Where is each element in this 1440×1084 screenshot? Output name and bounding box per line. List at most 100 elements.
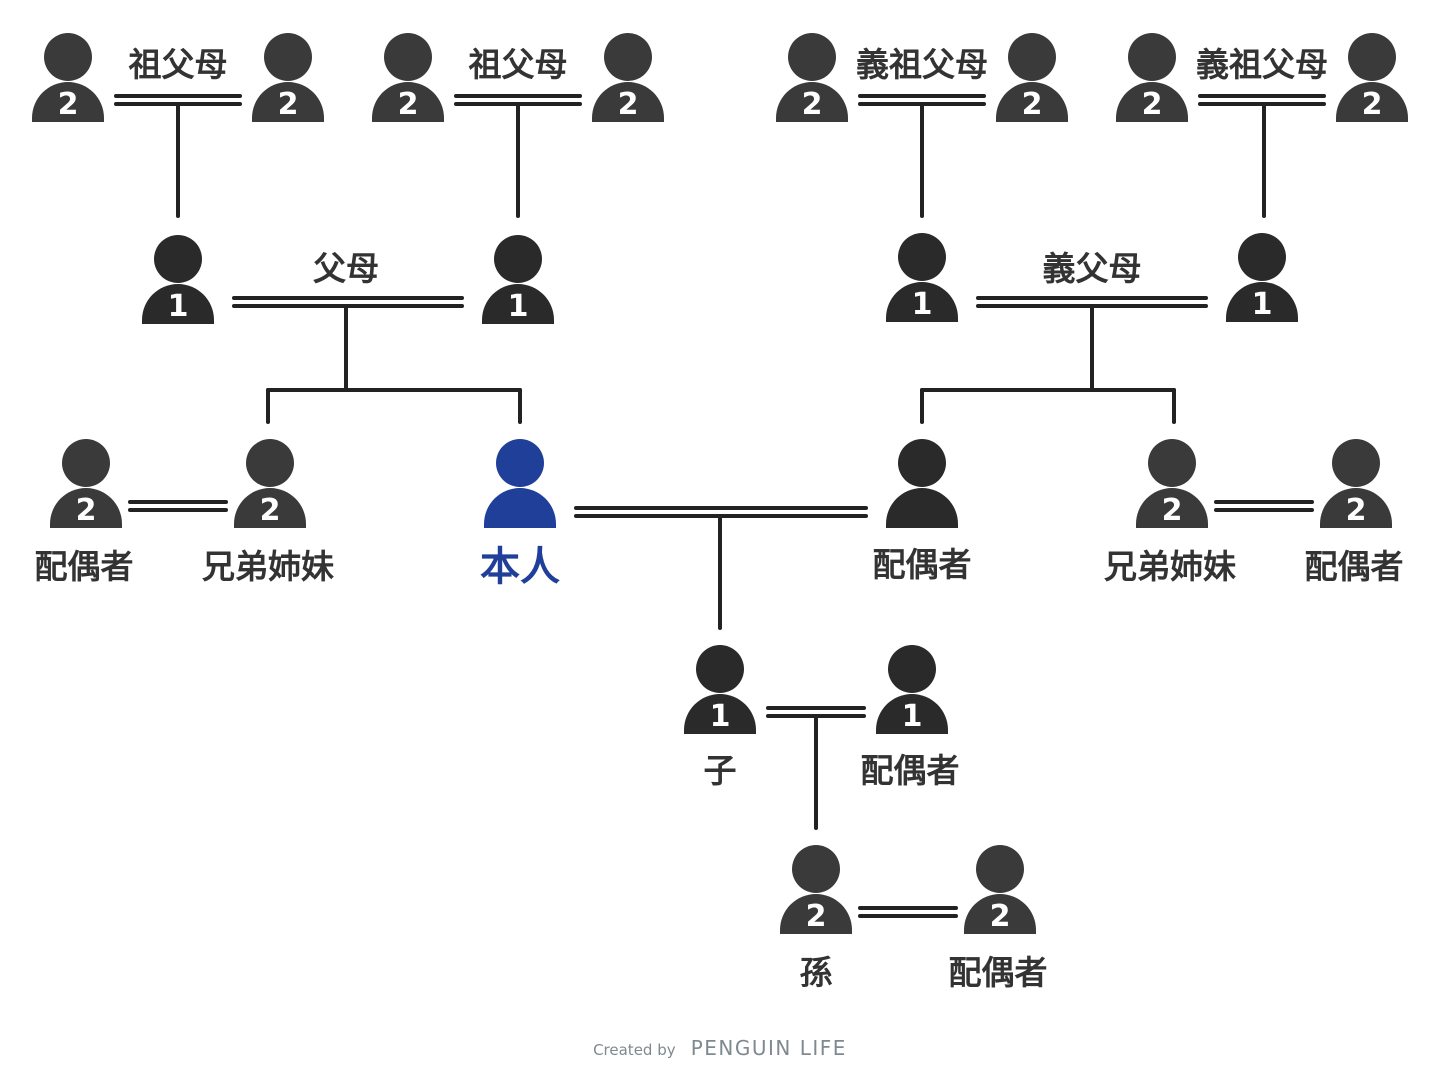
person-head-icon [1128, 33, 1176, 81]
sibling-spouse-label: 配偶者 [35, 547, 134, 586]
person-head-icon [888, 645, 936, 693]
person-body-icon [1226, 282, 1298, 322]
grandparent-person: 2 [372, 33, 444, 122]
inlaw-grandparents-right-label: 義祖父母 [1196, 45, 1328, 84]
person-body-icon [484, 488, 556, 528]
child-spouse-label: 配偶者 [861, 751, 960, 790]
person-head-icon [1008, 33, 1056, 81]
kinship-degree-badge: 1 [508, 289, 529, 324]
grandparents-left-label: 祖父母 [129, 45, 228, 84]
person-head-icon [1348, 33, 1396, 81]
kinship-degree-badge: 1 [168, 289, 189, 324]
grandchild-person: 2 [780, 845, 852, 934]
kinship-degree-badge: 2 [990, 899, 1011, 934]
self-label: 本人 [480, 544, 560, 590]
inlaw-grandparent-person: 2 [1336, 33, 1408, 122]
inlaw-grandparents-left-label: 義祖父母 [856, 45, 988, 84]
grandchild-spouse-person: 2 [964, 845, 1036, 934]
sibling-label: 兄弟姉妹 [202, 547, 334, 586]
person-head-icon [154, 235, 202, 283]
inlaw-grandparent-person: 2 [996, 33, 1068, 122]
person-head-icon [384, 33, 432, 81]
kinship-degree-badge: 2 [806, 899, 827, 934]
person-body-icon [996, 82, 1068, 122]
kinship-degree-badge: 1 [902, 699, 923, 734]
kinship-degree-badge: 1 [1252, 287, 1273, 322]
sibling-person: 2 [234, 439, 306, 528]
person-body-icon [142, 284, 214, 324]
kinship-degree-badge: 2 [76, 493, 97, 528]
kinship-degree-badge: 2 [278, 87, 299, 122]
parent-person: 1 [142, 235, 214, 324]
person-head-icon [494, 235, 542, 283]
person-head-icon [1332, 439, 1380, 487]
person-body-icon [886, 282, 958, 322]
person-head-icon [246, 439, 294, 487]
parents-label: 父母 [313, 249, 379, 288]
child-person: 1 [684, 645, 756, 734]
person-head-icon [44, 33, 92, 81]
person-head-icon [62, 439, 110, 487]
kinship-degree-badge: 2 [1362, 87, 1383, 122]
person-head-icon [898, 233, 946, 281]
person-head-icon [604, 33, 652, 81]
sibling-spouse-person: 2 [50, 439, 122, 528]
person-head-icon [496, 439, 544, 487]
spouse-person [886, 439, 958, 528]
kinship-degree-badge: 2 [1346, 493, 1367, 528]
person-head-icon [1148, 439, 1196, 487]
inlaw-grandparent-person: 2 [776, 33, 848, 122]
person-body-icon [964, 894, 1036, 934]
kinship-degree-badge: 2 [1162, 493, 1183, 528]
person-body-icon [234, 488, 306, 528]
grandparents-right-label: 祖父母 [469, 45, 568, 84]
inlaw-parent-person: 1 [886, 233, 958, 322]
inlaw-sibling-spouse-person: 2 [1320, 439, 1392, 528]
kinship-degree-badge: 2 [1142, 87, 1163, 122]
grandparent-person: 2 [32, 33, 104, 122]
person-body-icon [372, 82, 444, 122]
grandparent-person: 2 [592, 33, 664, 122]
person-body-icon [876, 694, 948, 734]
kinship-degree-badge: 1 [912, 287, 933, 322]
person-body-icon [684, 694, 756, 734]
person-body-icon [780, 894, 852, 934]
connector-lines [114, 94, 1326, 918]
kinship-degree-badge: 1 [710, 699, 731, 734]
credit-footer: Created by PENGUIN LIFE [0, 1036, 1440, 1060]
person-head-icon [898, 439, 946, 487]
person-head-icon [696, 645, 744, 693]
person-icons: 2 2 2 2 2 2 2 2 1 1 1 1 2 2 2 2 1 1 2 2 [32, 33, 1408, 934]
labels: 配偶者兄弟姉妹本人配偶者兄弟姉妹配偶者子配偶者孫配偶者祖父母祖父母義祖父母義祖父… [35, 45, 1404, 992]
parent-person: 1 [482, 235, 554, 324]
person-head-icon [976, 845, 1024, 893]
person-body-icon [592, 82, 664, 122]
person-head-icon [792, 845, 840, 893]
person-body-icon [1116, 82, 1188, 122]
inlaw-parents-label: 義父母 [1043, 249, 1142, 288]
child-spouse-person: 1 [876, 645, 948, 734]
created-by-text: Created by [593, 1041, 676, 1059]
person-body-icon [50, 488, 122, 528]
person-body-icon [1336, 82, 1408, 122]
person-head-icon [788, 33, 836, 81]
kinship-degree-badge: 2 [58, 87, 79, 122]
spouse-label: 配偶者 [873, 545, 972, 584]
kinship-degree-badge: 2 [802, 87, 823, 122]
inlaw-sibling-label: 兄弟姉妹 [1104, 547, 1236, 586]
inlaw-sibling-person: 2 [1136, 439, 1208, 528]
person-body-icon [776, 82, 848, 122]
kinship-degree-badge: 2 [1022, 87, 1043, 122]
person-body-icon [32, 82, 104, 122]
kinship-degree-badge: 2 [618, 87, 639, 122]
person-body-icon [252, 82, 324, 122]
inlaw-sibling-spouse-label: 配偶者 [1305, 547, 1404, 586]
person-body-icon [482, 284, 554, 324]
child-label: 子 [704, 751, 737, 790]
person-head-icon [1238, 233, 1286, 281]
grandparent-person: 2 [252, 33, 324, 122]
kinship-degree-badge: 2 [260, 493, 281, 528]
person-body-icon [886, 488, 958, 528]
